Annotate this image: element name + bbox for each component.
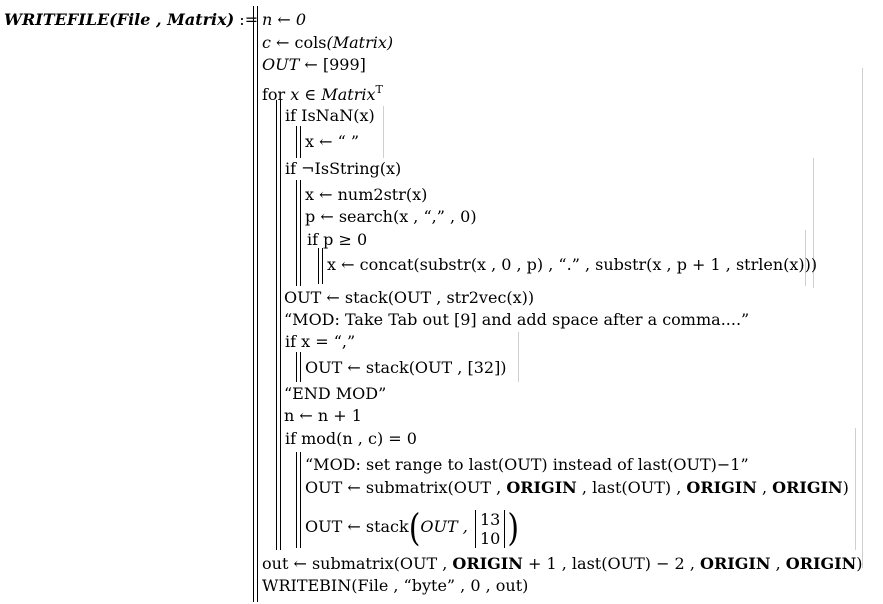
- stmt-n-increment[interactable]: n ← n + 1: [284, 406, 362, 425]
- function-args: (File , Matrix): [109, 10, 235, 29]
- function-name: WRITEFILE: [4, 10, 110, 29]
- region-edge: [862, 68, 863, 568]
- program-bar: [253, 6, 254, 602]
- stmt-search[interactable]: p ← search(x , “,” , 0): [305, 207, 477, 226]
- region-edge: [813, 158, 814, 288]
- if-body-bar: [300, 452, 301, 548]
- stmt-out-init[interactable]: OUT ← [999]: [262, 55, 366, 74]
- stmt-stack-32[interactable]: OUT ← stack(OUT , [32]): [305, 358, 507, 377]
- stmt-x-blank[interactable]: x ← “ ”: [305, 132, 360, 151]
- program-bar: [257, 6, 258, 602]
- if-mod[interactable]: if mod(n , c) = 0: [285, 429, 417, 448]
- stmt-cols[interactable]: c ← cols(Matrix): [262, 33, 394, 52]
- definition-operator: :=: [239, 10, 259, 29]
- stmt-writebin[interactable]: WRITEBIN(File , “byte” , 0 , out): [262, 576, 529, 595]
- stmt-out-submatrix[interactable]: out ← submatrix(OUT , ORIGIN + 1 , last(…: [262, 554, 863, 573]
- if-body-bar: [300, 180, 301, 286]
- if-body-bar: [296, 352, 297, 382]
- region-edge: [855, 428, 856, 550]
- for-header[interactable]: for x ∈ MatrixT: [262, 83, 383, 104]
- function-definition[interactable]: WRITEFILE(File , Matrix) :=: [4, 10, 258, 30]
- if-body-bar: [296, 180, 297, 286]
- if-body-bar: [296, 126, 297, 158]
- region-edge: [383, 106, 384, 158]
- stmt-stack-str2vec[interactable]: OUT ← stack(OUT , str2vec(x)): [284, 288, 535, 307]
- stmt-num2str[interactable]: x ← num2str(x): [305, 185, 428, 204]
- stmt-submatrix[interactable]: OUT ← submatrix(OUT , ORIGIN , last(OUT)…: [305, 478, 849, 497]
- comment-mod[interactable]: “MOD: Take Tab out [9] and add space aft…: [284, 310, 750, 329]
- if-body-bar: [318, 248, 319, 284]
- for-loop-bar: [276, 100, 277, 550]
- for-loop-bar: [280, 100, 281, 550]
- comment-end-mod[interactable]: “END MOD”: [284, 384, 387, 403]
- region-edge: [805, 230, 806, 286]
- if-body-bar: [322, 248, 323, 284]
- if-body-bar: [300, 352, 301, 382]
- if-x-comma[interactable]: if x = “,”: [285, 332, 356, 351]
- if-p-nonneg[interactable]: if p ≥ 0: [307, 230, 368, 249]
- stmt-concat[interactable]: x ← concat(substr(x , 0 , p) , “.” , sub…: [327, 255, 818, 274]
- if-body-bar: [296, 452, 297, 548]
- if-body-bar: [300, 126, 301, 158]
- comment-set-range[interactable]: “MOD: set range to last(OUT) instead of …: [305, 455, 749, 474]
- region-edge: [518, 332, 519, 382]
- if-not-isstring[interactable]: if ¬IsString(x): [285, 159, 402, 178]
- if-isnan[interactable]: if IsNaN(x): [285, 106, 375, 125]
- stmt-n-init[interactable]: n ← 0: [262, 10, 307, 29]
